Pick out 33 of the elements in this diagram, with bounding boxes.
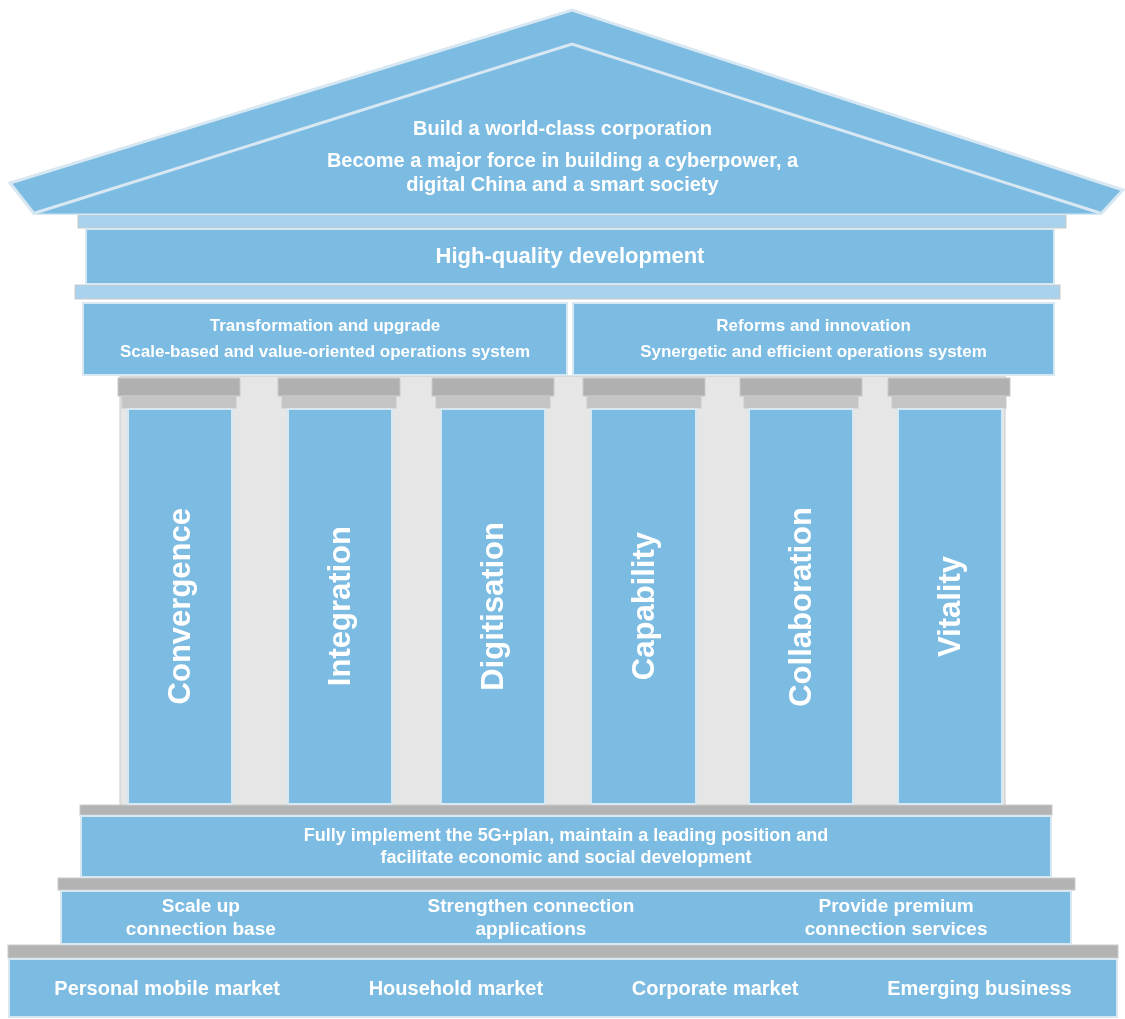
pillar-text: Integration [322,526,358,687]
band-text: Emerging business [887,976,1072,1000]
band-text: Scale up connection base [124,894,277,941]
pillar [440,408,546,805]
band-text: Strengthen connection applications [426,894,636,941]
pillar [590,408,697,805]
pillar-text: Capability [625,532,662,681]
band-text: Transformation and upgrade [209,315,441,336]
pillar-text: Vitality [932,555,968,658]
mission-text: Become a major force in building a cyberpower, a digital China and a smart society [325,148,800,196]
band [60,890,1072,945]
band-text: Personal mobile market [54,976,280,1000]
band-text: Provide premium connection services [803,894,989,941]
band-text: Synergetic and efficient operations system [640,342,987,363]
band-text: Reforms and innovation [716,315,911,336]
pillar [287,408,393,805]
band [8,958,1118,1018]
pillar-text: Convergence [162,508,198,705]
pillar-text: Collaboration [783,506,819,707]
pillar [748,408,854,805]
band-text: Scale-based and value-oriented operations system [120,342,530,363]
band-text: Fully implement the 5G+plan, maintain a leading position and facilitate economic and social development [302,824,830,869]
band-text: Household market [368,976,544,1000]
band-text: High-quality development [435,243,705,270]
beam-panel [572,302,1055,376]
band [80,815,1052,878]
heading: Build a world-class corporation [413,116,712,140]
pillar [127,408,233,805]
beam-panel [82,302,568,376]
band-text: Corporate market [631,976,799,1000]
pillar [897,408,1003,805]
band [85,228,1055,285]
pillar-text: Digitisation [475,522,511,691]
